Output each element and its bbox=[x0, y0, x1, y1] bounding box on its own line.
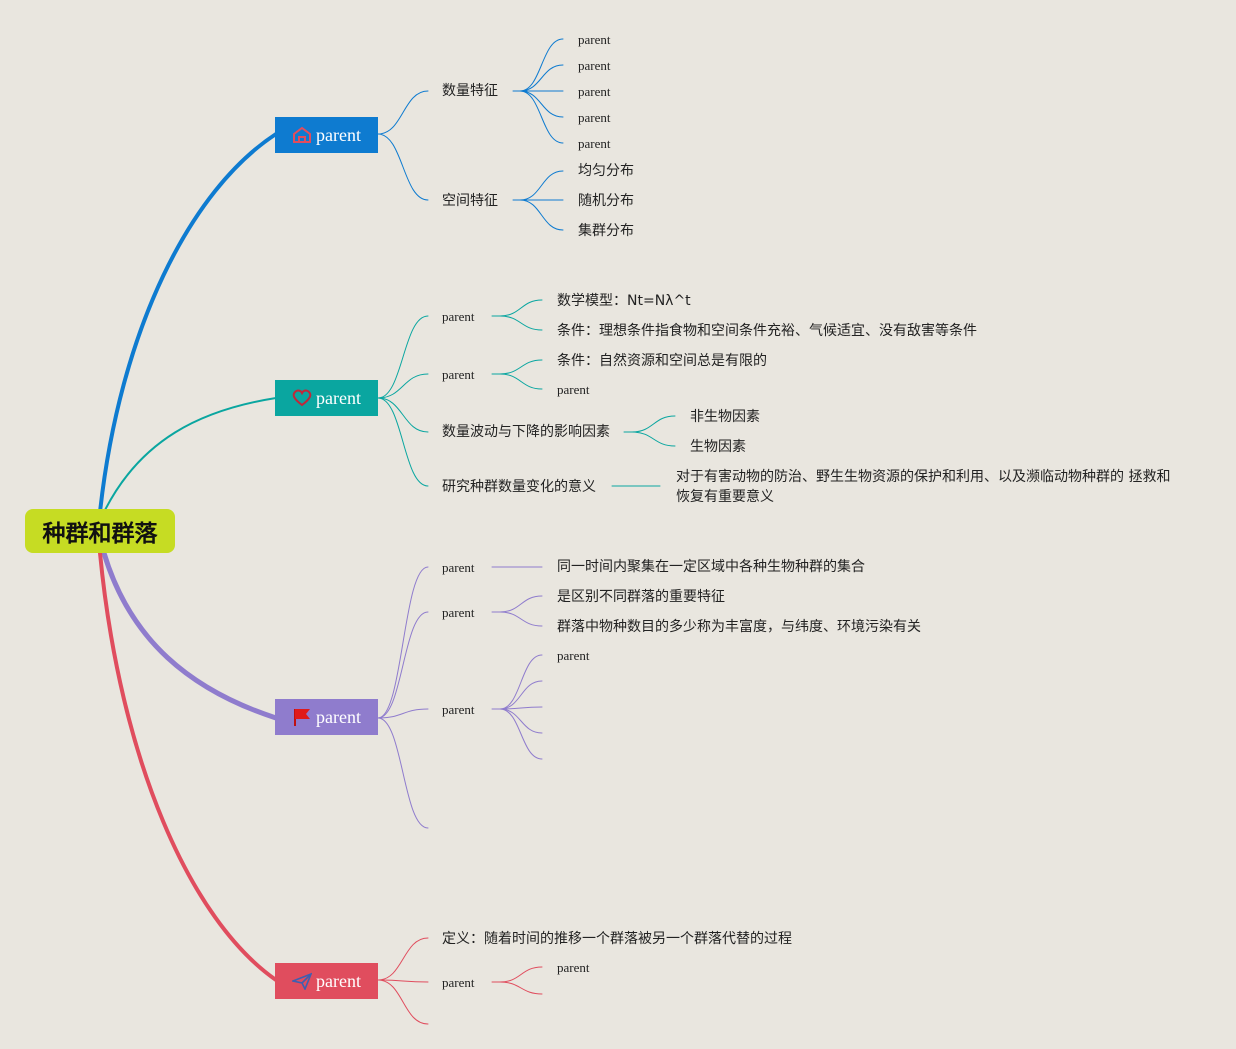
sub-connector bbox=[377, 979, 429, 1025]
leaf-node[interactable]: 是区别不同群落的重要特征 bbox=[557, 589, 725, 605]
branch-node-3[interactable]: parent bbox=[275, 699, 378, 735]
leaf-connector bbox=[499, 611, 543, 627]
main-connector bbox=[98, 132, 278, 514]
house-icon bbox=[292, 126, 312, 144]
leaf-node[interactable]: 对于有害动物的防治、野生生物资源的保护和利用、以及濒临动物种群的 拯救和 bbox=[676, 469, 1171, 485]
leaf-node[interactable]: 生物因素 bbox=[690, 439, 746, 455]
topic-node[interactable]: 数量特征 bbox=[442, 83, 498, 99]
topic-node[interactable]: parent bbox=[442, 560, 475, 575]
leaf-connector bbox=[499, 315, 543, 331]
topic-node[interactable]: parent bbox=[442, 367, 475, 382]
topic-node[interactable]: parent bbox=[442, 605, 475, 620]
sub-connector bbox=[377, 708, 429, 719]
main-connector bbox=[103, 397, 277, 513]
leaf-connector bbox=[519, 64, 564, 92]
leaf-node[interactable]: parent bbox=[557, 382, 590, 397]
paper-plane-icon bbox=[292, 972, 312, 990]
sub-connector bbox=[377, 397, 429, 487]
leaf-connector bbox=[519, 90, 564, 144]
leaf-node[interactable]: 条件：理想条件指食物和空间条件充裕、气候适宜、没有敌害等条件 bbox=[557, 323, 977, 339]
sub-connector bbox=[377, 611, 429, 719]
topic-node[interactable]: parent bbox=[442, 309, 475, 324]
leaf-node[interactable]: parent bbox=[578, 84, 611, 99]
leaf-node[interactable]: 群落中物种数目的多少称为丰富度，与纬度、环境污染有关 bbox=[557, 619, 921, 635]
leaf-node[interactable]: 条件：自然资源和空间总是有限的 bbox=[557, 353, 767, 369]
leaf-node[interactable]: parent bbox=[578, 58, 611, 73]
branch-node-1[interactable]: parent bbox=[275, 117, 378, 153]
leaf-node[interactable]: parent bbox=[578, 136, 611, 151]
leaf-node[interactable]: 随机分布 bbox=[578, 193, 634, 209]
leaf-connector bbox=[519, 90, 564, 118]
leaf-node[interactable]: 均匀分布 bbox=[578, 163, 634, 179]
leaf-node[interactable]: parent bbox=[557, 648, 590, 663]
leaf-node[interactable]: parent bbox=[557, 960, 590, 975]
topic-node[interactable]: 研究种群数量变化的意义 bbox=[442, 479, 596, 495]
leaf-connector bbox=[519, 170, 564, 201]
topic-node[interactable]: parent bbox=[442, 975, 475, 990]
sub-connector bbox=[377, 566, 429, 719]
branch-label: parent bbox=[316, 387, 361, 408]
leaf-node[interactable]: 集群分布 bbox=[578, 223, 634, 239]
leaf-connector bbox=[499, 373, 543, 390]
sub-connector bbox=[377, 397, 429, 433]
sub-connector bbox=[377, 90, 429, 135]
leaf-connector bbox=[499, 299, 543, 317]
leaf-connector bbox=[499, 654, 543, 710]
leaf-connector bbox=[499, 981, 543, 995]
flag-icon bbox=[292, 707, 312, 727]
leaf-node[interactable]: 同一时间内聚集在一定区域中各种生物种群的集合 bbox=[557, 559, 865, 575]
leaf-node[interactable]: parent bbox=[578, 110, 611, 125]
sub-connector bbox=[377, 937, 429, 981]
branch-label: parent bbox=[316, 970, 361, 991]
leaf-connector bbox=[499, 359, 543, 375]
main-connector bbox=[101, 550, 279, 721]
leaf-connector bbox=[499, 966, 543, 983]
leaf-connector bbox=[499, 708, 543, 734]
sub-connector bbox=[377, 133, 429, 201]
leaf-connector bbox=[631, 431, 676, 447]
branch-label: parent bbox=[316, 706, 361, 727]
root-node[interactable]: 种群和群落 bbox=[25, 509, 175, 553]
leaf-node[interactable]: 非生物因素 bbox=[690, 409, 760, 425]
topic-node[interactable]: 定义：随着时间的推移一个群落被另一个群落代替的过程 bbox=[442, 931, 792, 947]
topic-node[interactable]: 数量波动与下降的影响因素 bbox=[442, 424, 610, 440]
branch-node-4[interactable]: parent bbox=[275, 963, 378, 999]
leaf-connector bbox=[519, 199, 564, 231]
branch-label: parent bbox=[316, 124, 361, 145]
leaf-node[interactable]: 数学模型：Nt=Nλ^t bbox=[557, 293, 691, 309]
leaf-connector bbox=[631, 415, 676, 433]
heart-icon bbox=[292, 389, 312, 407]
leaf-connector bbox=[499, 680, 543, 710]
topic-node[interactable]: 空间特征 bbox=[442, 193, 498, 209]
main-connector bbox=[98, 551, 278, 982]
sub-connector bbox=[377, 979, 429, 983]
root-label: 种群和群落 bbox=[42, 521, 158, 547]
leaf-node[interactable]: 恢复有重要意义 bbox=[676, 489, 774, 505]
leaf-connector bbox=[499, 708, 543, 760]
sub-connector bbox=[377, 315, 429, 399]
sub-connector bbox=[377, 373, 429, 399]
branch-node-2[interactable]: parent bbox=[275, 380, 378, 416]
leaf-connector bbox=[499, 595, 543, 613]
leaf-node[interactable]: parent bbox=[578, 32, 611, 47]
topic-node[interactable]: parent bbox=[442, 702, 475, 717]
sub-connector bbox=[377, 717, 429, 829]
leaf-connector bbox=[519, 38, 564, 92]
